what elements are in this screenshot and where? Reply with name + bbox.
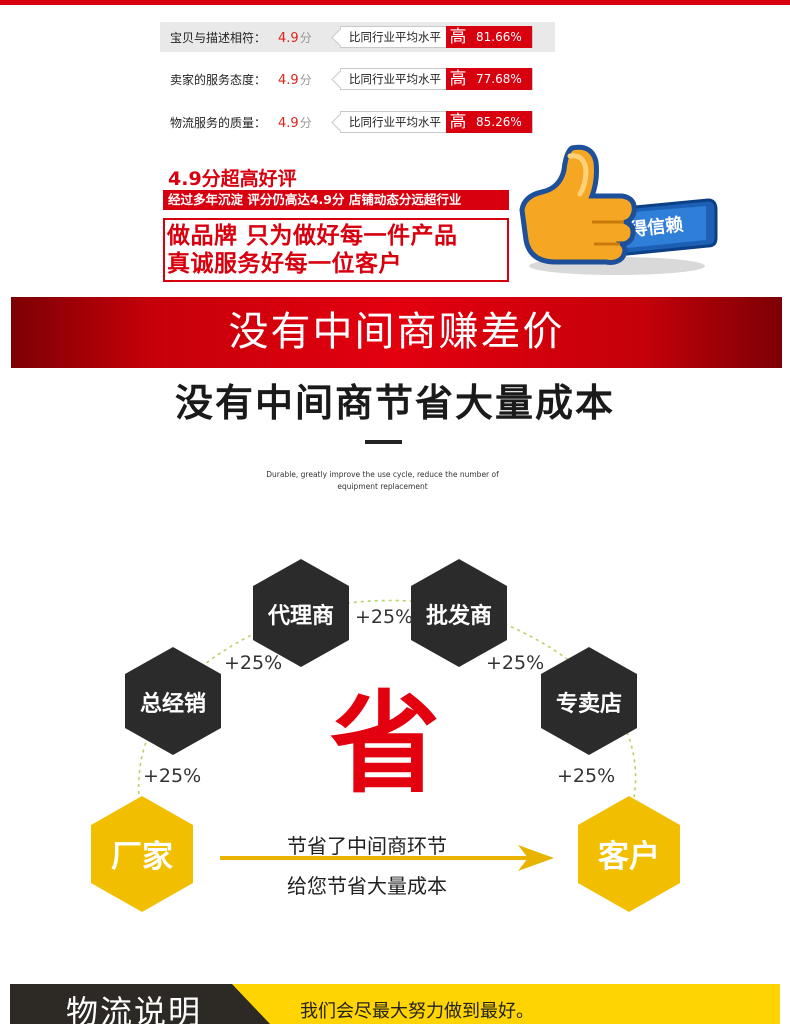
arrow-caption-2: 给您节省大量成本: [287, 874, 447, 898]
top-red-stripe: [0, 0, 790, 5]
markup-label: +25%: [355, 606, 414, 628]
high-percent: 85.26%: [470, 111, 532, 133]
rating-score: 4.9分: [278, 30, 312, 46]
markup-label: +25%: [224, 652, 283, 674]
high-badge: 高: [446, 111, 470, 133]
rating-label: 宝贝与描述相符：: [170, 30, 267, 45]
rating-score: 4.9分: [278, 72, 312, 88]
label-manufacturer: 厂家: [111, 839, 173, 875]
logistics-title: 物流说明: [66, 993, 203, 1024]
arrow-right-icon: [220, 845, 554, 871]
promo-line-1: 做品牌 只为做好每一件产品: [167, 223, 458, 249]
heading-divider: [365, 440, 402, 444]
logistics-title-block: [10, 984, 270, 1024]
supply-chain-diagram: 总经销 代理商 批发商 专卖店 厂家 客户 +25% +25% +25% +25…: [0, 540, 790, 940]
label-wholesaler: 批发商: [425, 604, 492, 629]
promo-title: 4.9分超高好评: [168, 168, 297, 190]
rating-row-logistics: 物流服务的质量： 4.9分 比同行业平均水平 高 85.26%: [160, 107, 555, 137]
hex-store: [541, 647, 637, 755]
compare-box: 比同行业平均水平 高 85.26%: [340, 111, 533, 133]
high-percent: 77.68%: [470, 68, 532, 90]
hex-customer: [578, 796, 680, 912]
hex-agent: [253, 559, 349, 667]
section-description: Durable, greatly improve the use cycle, …: [266, 470, 499, 491]
arrow-caption-1: 节省了中间商环节: [287, 834, 447, 858]
markup-label: +25%: [143, 765, 202, 787]
rating-label: 物流服务的质量：: [170, 115, 267, 130]
markup-label: +25%: [486, 652, 545, 674]
hex-manufacturer: [91, 796, 193, 912]
compare-box: 比同行业平均水平 高 81.66%: [340, 26, 533, 48]
promo-line-2: 真诚服务好每一位客户: [167, 251, 402, 277]
high-percent: 81.66%: [470, 26, 532, 48]
promo-box: 做品牌 只为做好每一件产品 真诚服务好每一位客户: [163, 218, 509, 282]
markup-label: +25%: [557, 765, 616, 787]
compare-box: 比同行业平均水平 高 77.68%: [340, 68, 533, 90]
rating-label: 卖家的服务态度：: [170, 72, 267, 87]
hex-distributor: [125, 647, 221, 755]
logistics-text: 我们会尽最大努力做到最好。: [300, 1001, 534, 1022]
label-store: 专卖店: [555, 692, 622, 717]
banner-no-middleman: 没有中间商赚差价: [11, 297, 782, 368]
diagram-graphics: [91, 559, 680, 912]
rating-row-description: 宝贝与描述相符： 4.9分 比同行业平均水平 高 81.66%: [160, 22, 555, 52]
hex-wholesaler: [411, 559, 507, 667]
rating-row-service: 卖家的服务态度： 4.9分 比同行业平均水平 高 77.68%: [160, 64, 555, 94]
label-customer: 客户: [598, 839, 660, 875]
logistics-bar: 物流说明 我们会尽最大努力做到最好。: [10, 984, 780, 1024]
high-badge: 高: [446, 26, 470, 48]
label-distributor: 总经销: [139, 692, 206, 717]
section-heading: 没有中间商节省大量成本: [174, 381, 615, 425]
label-agent: 代理商: [267, 604, 334, 629]
promo-strip: 经过多年沉淀 评分仍高达4.9分 店铺动态分远超行业: [163, 190, 509, 210]
high-badge: 高: [446, 68, 470, 90]
thumbs-up-icon: 值得信赖: [519, 144, 718, 275]
rating-score: 4.9分: [278, 115, 312, 131]
center-save-character: 省: [330, 680, 440, 808]
